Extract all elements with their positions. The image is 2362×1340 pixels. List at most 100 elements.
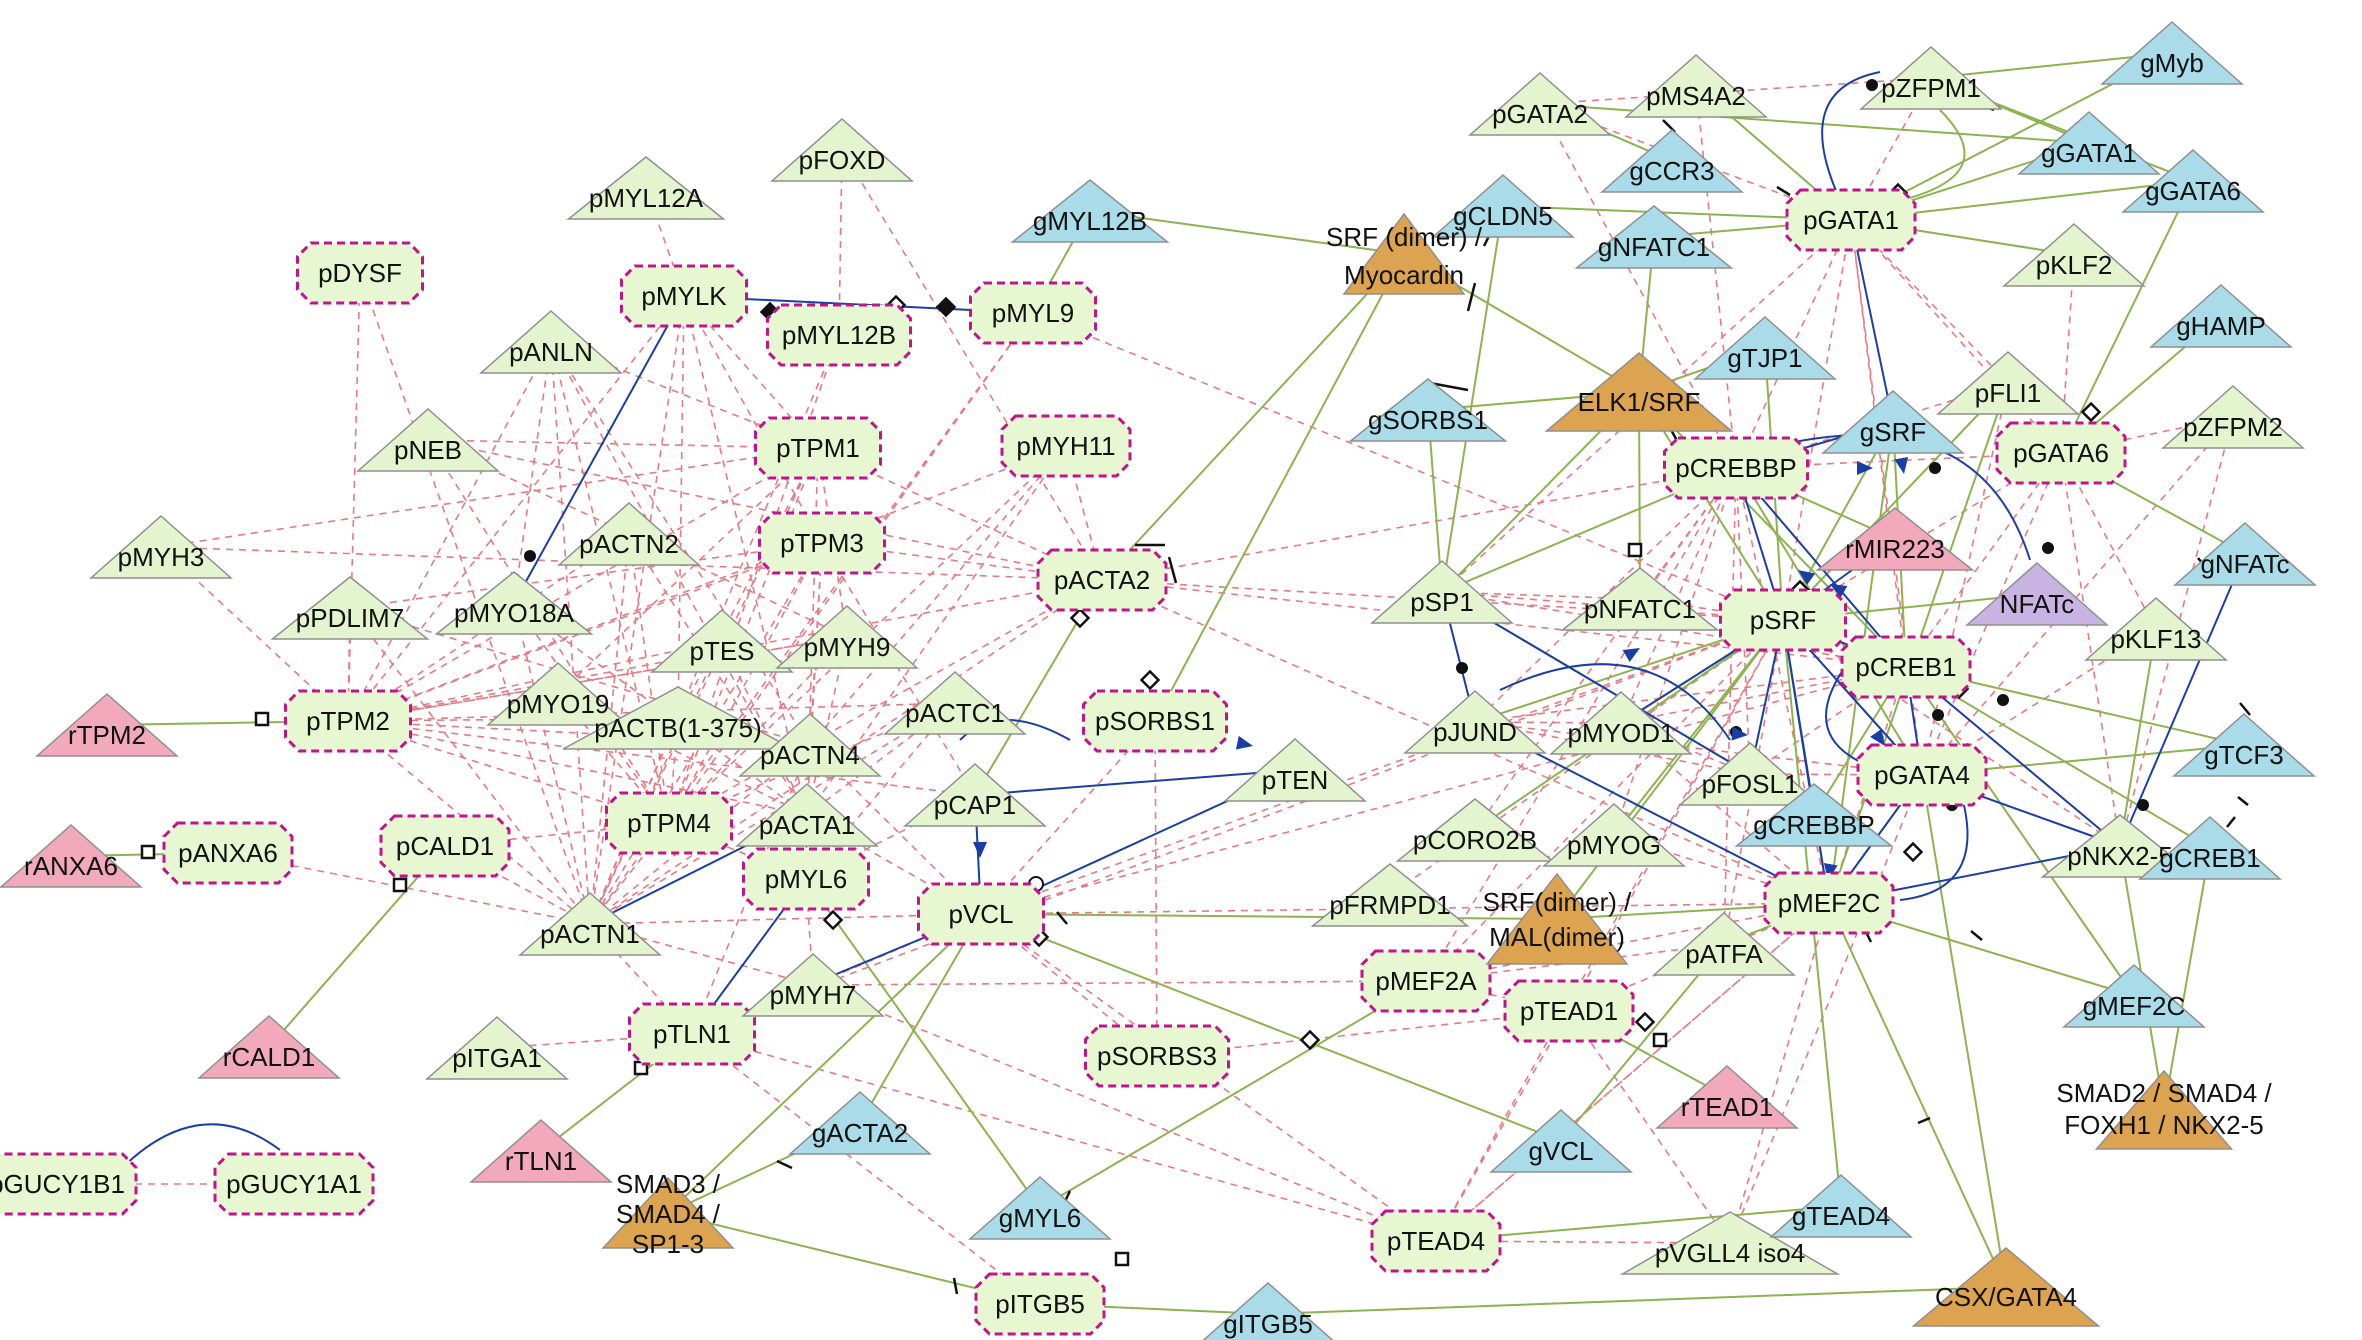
node-pfrmpd1[interactable]: pFRMPD1 bbox=[1310, 863, 1470, 927]
node-ptpm1[interactable]: pTPM1 bbox=[754, 416, 882, 480]
node-patfa[interactable]: pATFA bbox=[1652, 911, 1796, 976]
node-gmyl6[interactable]: gMYL6 bbox=[968, 1175, 1112, 1240]
node-pzfpm1[interactable]: pZFPM1 bbox=[1859, 45, 2003, 110]
node-ranxa6[interactable]: rANXA6 bbox=[0, 823, 143, 888]
node-pmyl12a[interactable]: pMYL12A bbox=[566, 156, 726, 220]
node-elk1-srf[interactable]: ELK1/SRF bbox=[1544, 352, 1734, 432]
node-pactn4[interactable]: pACTN4 bbox=[738, 712, 882, 777]
node-psorbs3[interactable]: pSORBS3 bbox=[1084, 1024, 1230, 1088]
node-pmyl12b[interactable]: pMYL12B bbox=[766, 303, 912, 367]
node-pmyh7[interactable]: pMYH7 bbox=[741, 952, 885, 1017]
node-gtjp1[interactable]: gTJP1 bbox=[1693, 315, 1837, 380]
node-gtcf3[interactable]: gTCF3 bbox=[2172, 712, 2316, 777]
node-pmylk[interactable]: pMYLK bbox=[620, 264, 748, 328]
node-pklf2[interactable]: pKLF2 bbox=[2002, 222, 2146, 287]
node-gtead4[interactable]: gTEAD4 bbox=[1769, 1173, 1913, 1238]
node-pfoxd[interactable]: pFOXD bbox=[770, 117, 914, 182]
node-ptln1[interactable]: pTLN1 bbox=[628, 1002, 756, 1066]
node-pgata6[interactable]: pGATA6 bbox=[1995, 421, 2127, 485]
node-pcreb1[interactable]: pCREB1 bbox=[1840, 635, 1972, 699]
node-pmef2a[interactable]: pMEF2A bbox=[1360, 949, 1492, 1013]
node-pfli1[interactable]: pFLI1 bbox=[1936, 350, 2080, 415]
node-gsrf[interactable]: gSRF bbox=[1821, 389, 1965, 454]
node-rcald1[interactable]: rCALD1 bbox=[197, 1014, 341, 1079]
node-ptpm4[interactable]: pTPM4 bbox=[605, 791, 733, 855]
node-pgata4[interactable]: pGATA4 bbox=[1856, 743, 1988, 807]
node-psp1[interactable]: pSP1 bbox=[1370, 559, 1514, 624]
node-psorbs1[interactable]: pSORBS1 bbox=[1082, 689, 1228, 753]
node-pvcl[interactable]: pVCL bbox=[917, 882, 1045, 946]
node-csx-gata4[interactable]: CSX/GATA4 bbox=[1911, 1247, 2101, 1327]
node-gnfatc[interactable]: gNFATc bbox=[2173, 521, 2317, 586]
node-gcldn5[interactable]: gCLDN5 bbox=[1431, 173, 1575, 238]
node-pmyod1[interactable]: pMYOD1 bbox=[1549, 690, 1693, 755]
node-pmyh11[interactable]: pMYH11 bbox=[1000, 414, 1132, 478]
node-pgucy1a1[interactable]: pGUCY1A1 bbox=[213, 1152, 375, 1216]
node-pmyl6[interactable]: pMYL6 bbox=[742, 847, 870, 911]
node-gsorbs1[interactable]: gSORBS1 bbox=[1348, 378, 1508, 442]
node-pactn1[interactable]: pACTN1 bbox=[518, 891, 662, 956]
node-pitga1[interactable]: pITGA1 bbox=[425, 1015, 569, 1080]
node-pmyh3[interactable]: pMYH3 bbox=[89, 514, 233, 579]
node-gnfatc1[interactable]: gNFATC1 bbox=[1574, 205, 1734, 269]
node-panln[interactable]: pANLN bbox=[479, 309, 623, 374]
node-psrf[interactable]: pSRF bbox=[1719, 588, 1847, 652]
node-ghamp[interactable]: gHAMP bbox=[2149, 283, 2293, 348]
node-pneb[interactable]: pNEB bbox=[356, 407, 500, 472]
node-rtpm2[interactable]: rTPM2 bbox=[35, 692, 179, 757]
node-pmyl9[interactable]: pMYL9 bbox=[969, 281, 1097, 345]
node-ptpm2[interactable]: pTPM2 bbox=[284, 689, 412, 753]
node-srf-mal[interactable]: SRF(dimer) /MAL(dimer) bbox=[1483, 872, 1633, 965]
node-pcald1[interactable]: pCALD1 bbox=[379, 814, 511, 878]
node-pvgll4[interactable]: pVGLL4 iso4 bbox=[1619, 1211, 1841, 1275]
node-rtead1[interactable]: rTEAD1 bbox=[1655, 1064, 1799, 1129]
node-pmyog[interactable]: pMYOG bbox=[1542, 802, 1686, 867]
node-pgata1[interactable]: pGATA1 bbox=[1785, 188, 1917, 252]
node-pactc1[interactable]: pACTC1 bbox=[883, 670, 1027, 735]
node-pacta1[interactable]: pACTA1 bbox=[735, 782, 879, 847]
node-pacta2[interactable]: pACTA2 bbox=[1036, 548, 1168, 612]
node-ptead4[interactable]: pTEAD4 bbox=[1370, 1209, 1502, 1273]
node-gitgb5[interactable]: gITGB5 bbox=[1198, 1281, 1338, 1340]
node-ptead1[interactable]: pTEAD1 bbox=[1503, 979, 1635, 1043]
node-pmef2c[interactable]: pMEF2C bbox=[1763, 871, 1895, 935]
node-smad3[interactable]: SMAD3 /SMAD4 /SP1-3 bbox=[601, 1169, 735, 1259]
node-pitgb5[interactable]: pITGB5 bbox=[974, 1272, 1106, 1336]
node-pcap1[interactable]: pCAP1 bbox=[903, 762, 1047, 827]
node-gccr3[interactable]: gCCR3 bbox=[1600, 128, 1744, 193]
node-nfatc[interactable]: NFATc bbox=[1965, 561, 2109, 626]
node-gmyb[interactable]: gMyb bbox=[2100, 20, 2244, 85]
node-pcoro2b[interactable]: pCORO2B bbox=[1395, 798, 1555, 862]
node-pjund[interactable]: pJUND bbox=[1403, 689, 1547, 754]
node-pnfatc1[interactable]: pNFATC1 bbox=[1560, 567, 1720, 631]
node-panxa6[interactable]: pANXA6 bbox=[162, 821, 294, 885]
node-pgucy1b1[interactable]: pGUCY1B1 bbox=[0, 1152, 138, 1216]
node-pklf13[interactable]: pKLF13 bbox=[2084, 596, 2228, 661]
node-gmef2c[interactable]: gMEF2C bbox=[2062, 963, 2206, 1028]
node-ggata1[interactable]: gGATA1 bbox=[2017, 110, 2161, 175]
node-pactn2[interactable]: pACTN2 bbox=[557, 501, 701, 566]
node-pms4a2[interactable]: pMS4A2 bbox=[1624, 53, 1768, 118]
node-pmyo19[interactable]: pMYO19 bbox=[486, 661, 630, 726]
node-ptpm3[interactable]: pTPM3 bbox=[758, 511, 886, 575]
node-pmyo18a[interactable]: pMYO18A bbox=[434, 571, 594, 635]
node-pgata2[interactable]: pGATA2 bbox=[1468, 71, 1612, 136]
node-pzfpm2[interactable]: pZFPM2 bbox=[2161, 384, 2305, 449]
node-pmyh9[interactable]: pMYH9 bbox=[775, 604, 919, 669]
node-pcrebbp[interactable]: pCREBBP bbox=[1663, 436, 1809, 500]
node-pdysf[interactable]: pDYSF bbox=[296, 241, 424, 305]
node-gcrebbp[interactable]: gCREBBP bbox=[1734, 783, 1894, 847]
node-gmyl12b[interactable]: gMYL12B bbox=[1010, 179, 1170, 243]
node-gacta2[interactable]: gACTA2 bbox=[788, 1090, 932, 1155]
node-pfosl1[interactable]: pFOSL1 bbox=[1678, 741, 1822, 806]
node-rtln1[interactable]: rTLN1 bbox=[469, 1118, 613, 1183]
node-ggata6[interactable]: gGATA6 bbox=[2121, 148, 2265, 213]
node-gvcl[interactable]: gVCL bbox=[1489, 1108, 1633, 1173]
node-ppdlim7[interactable]: pPDLIM7 bbox=[270, 576, 430, 640]
node-ptes[interactable]: pTES bbox=[650, 608, 794, 673]
node-smad2[interactable]: SMAD2 / SMAD4 /FOXH1 / NKX2-5 bbox=[2056, 1069, 2272, 1150]
node-srf-myo[interactable]: SRF (dimer) /Myocardin bbox=[1326, 212, 1483, 295]
node-pten[interactable]: pTEN bbox=[1223, 737, 1367, 802]
node-pactb[interactable]: pACTB(1-375) bbox=[562, 686, 794, 750]
node-gcreb1[interactable]: gCREB1 bbox=[2138, 815, 2282, 880]
